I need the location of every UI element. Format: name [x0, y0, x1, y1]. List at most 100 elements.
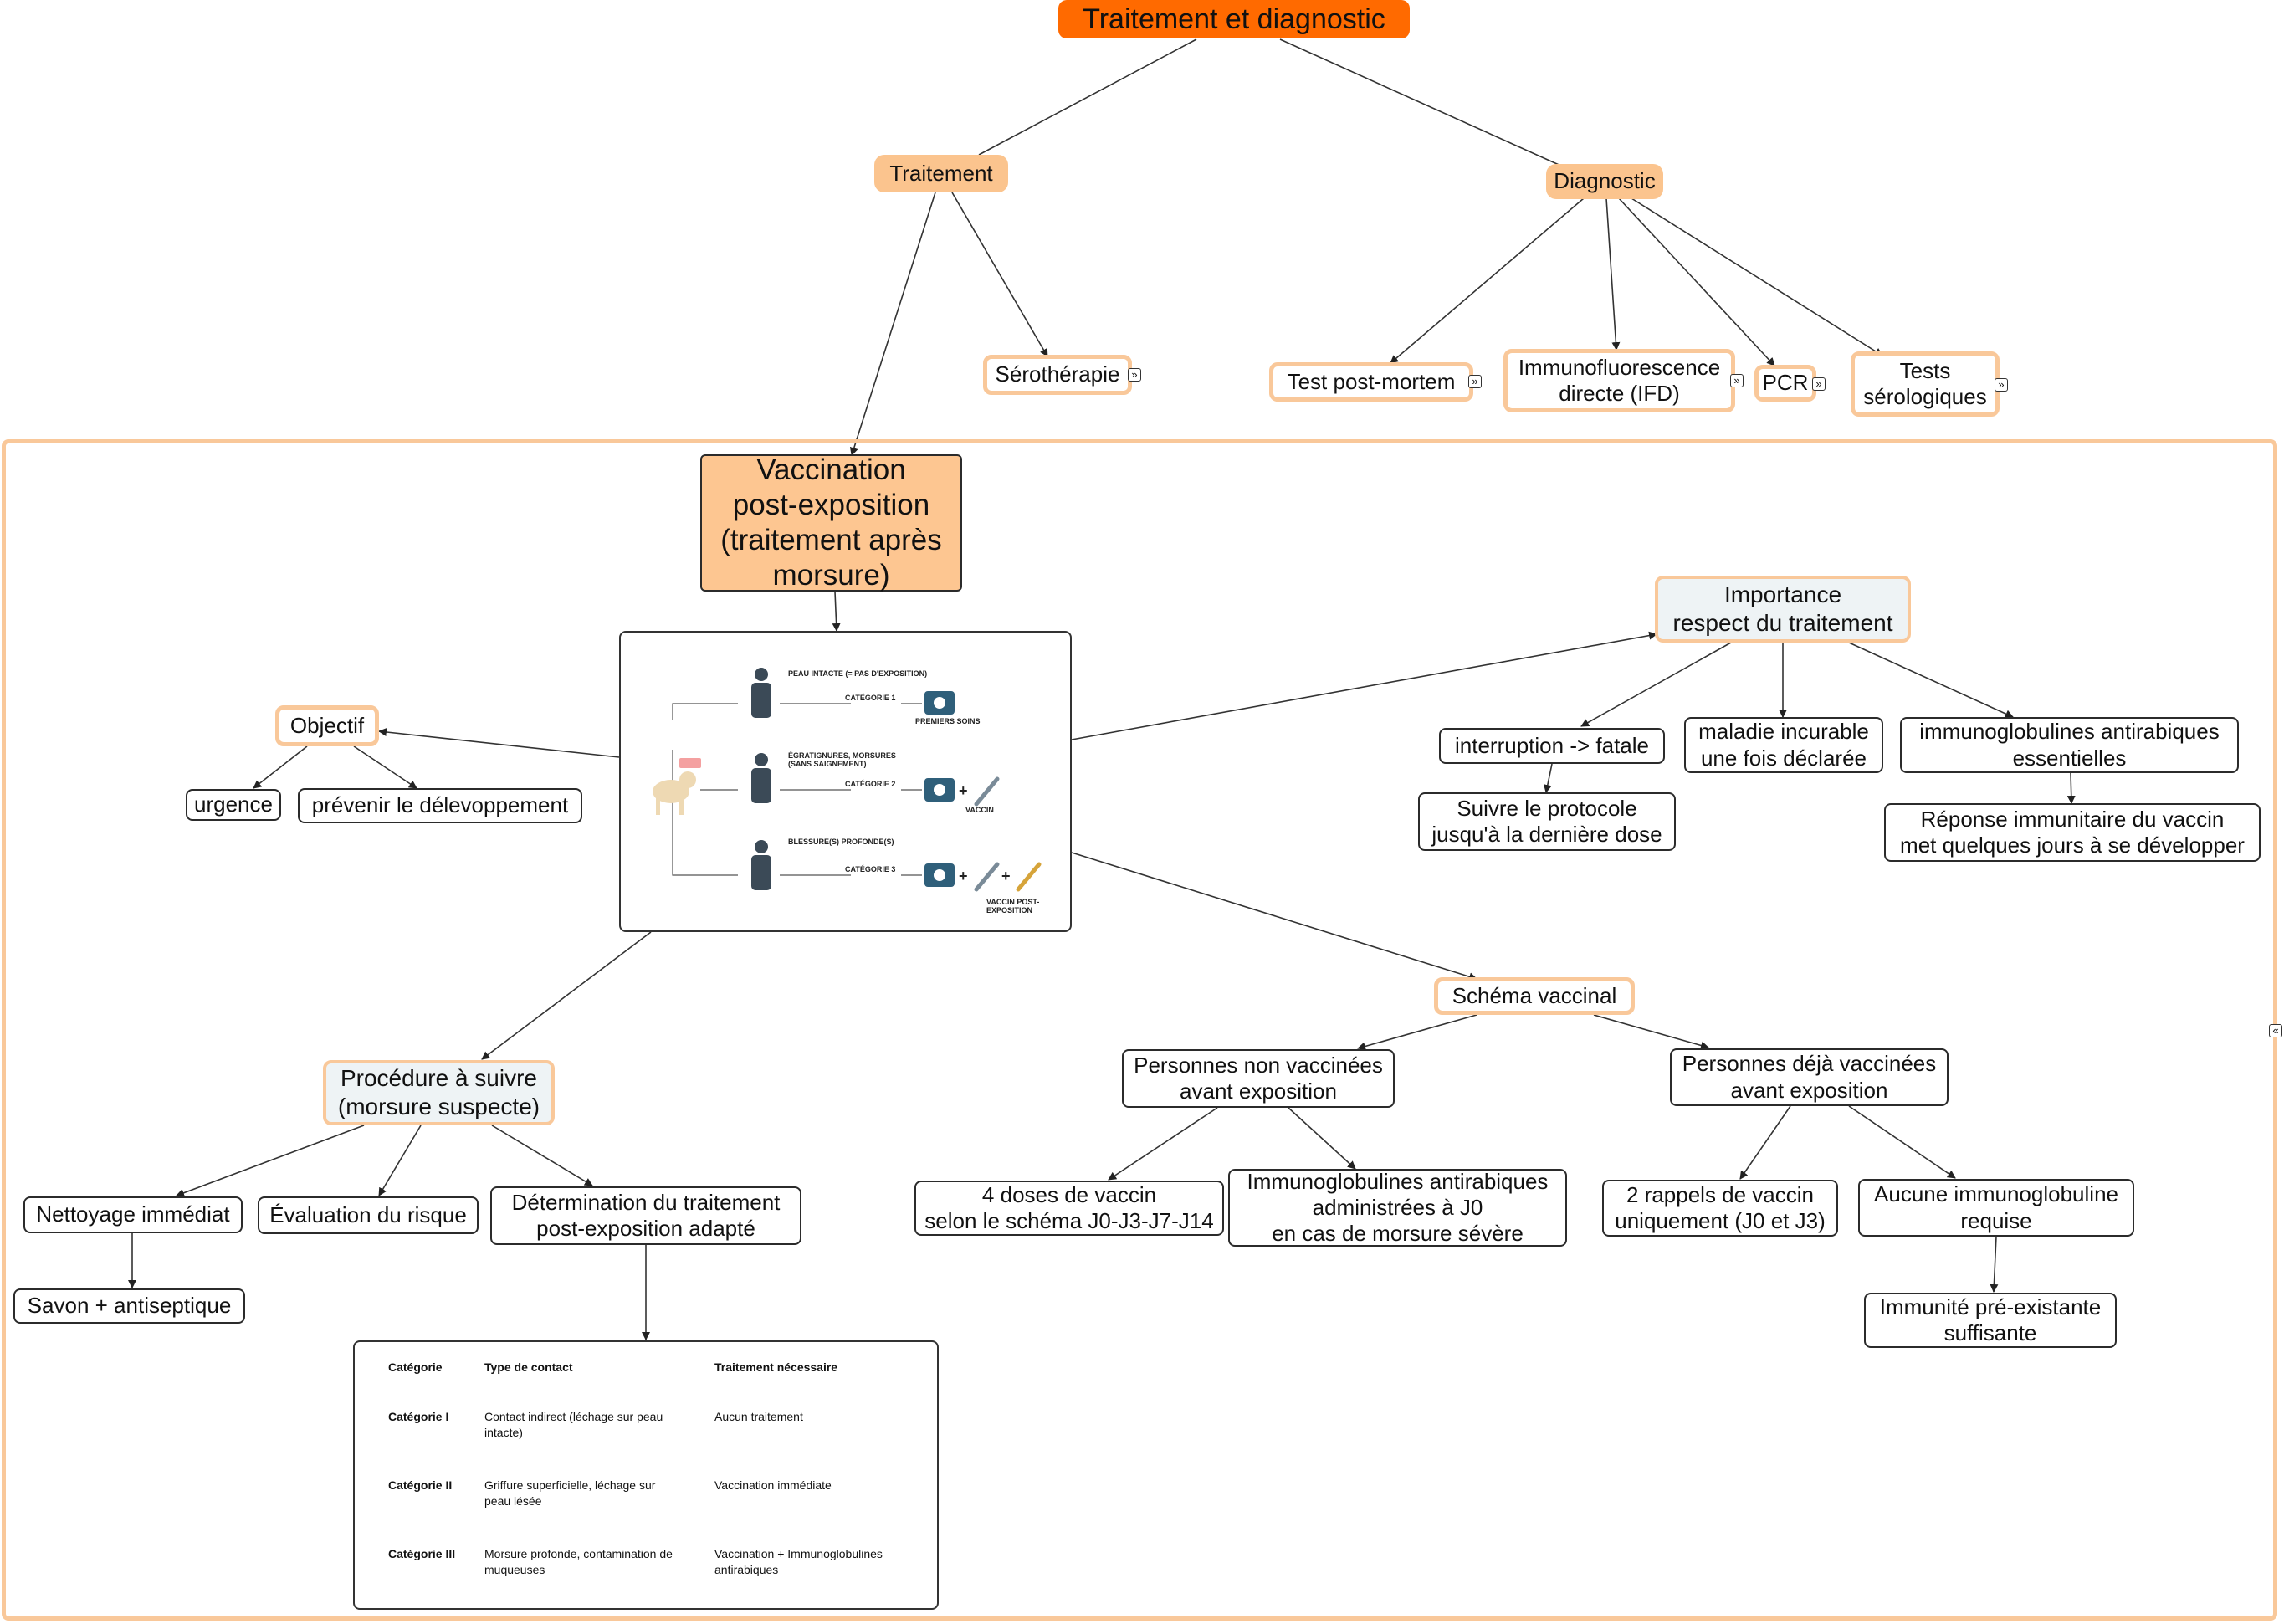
edge-procedure-nettoyage [176, 1125, 365, 1197]
deux-rappels-topic[interactable]: 2 rappels de vaccin uniquement (J0 et J3… [1602, 1180, 1838, 1237]
table-cell-type-contact: Griffure superficielle, léchage sur peau… [484, 1478, 656, 1508]
edge-traitement-serotherapie [951, 192, 1048, 357]
edge-diag-pcr [1618, 197, 1775, 366]
determination-topic[interactable]: Détermination du traitement post-exposit… [490, 1186, 801, 1245]
edge-interruption-suivre [1543, 763, 1553, 793]
ifd-topic[interactable]: Immunofluorescence directe (IFD) [1503, 349, 1735, 412]
nettoyage-topic[interactable]: Nettoyage immédiat [23, 1196, 243, 1233]
warning-tag-icon [679, 758, 701, 768]
person-icon-3-body [751, 855, 771, 890]
expand-post-mortem-toggle[interactable]: » [1468, 375, 1482, 388]
infographic-categorie-1: CATÉGORIE 1 [845, 694, 896, 702]
table-row: Catégorie II Griffure superficielle, léc… [380, 1478, 915, 1546]
categories-table-panel: Catégorie Type de contact Traitement néc… [353, 1340, 939, 1610]
edge-importance-interruption [1580, 642, 1732, 727]
table-header-row: Catégorie Type de contact Traitement néc… [380, 1350, 915, 1409]
edge-procedure-determination [491, 1125, 593, 1186]
table-cell-traitement: Aucun traitement [714, 1410, 803, 1423]
expand-ifd-toggle[interactable]: » [1730, 374, 1744, 387]
syringe-icons [974, 776, 1000, 892]
reponse-immunitaire-topic[interactable]: Réponse immunitaire du vaccin met quelqu… [1884, 803, 2261, 862]
dog-icon [653, 771, 696, 815]
tests-serologiques-topic[interactable]: Tests sérologiques [1851, 351, 2000, 417]
person-icon-1-body [751, 683, 771, 718]
edge-diag-ifd [1605, 197, 1621, 351]
edge-nonvacc-ig [1288, 1107, 1356, 1170]
immunite-preexistante-topic[interactable]: Immunité pré-existante suffisante [1864, 1293, 2117, 1348]
expand-serotherapie-toggle[interactable]: » [1128, 368, 1141, 382]
edge-schema-nonvacc [1357, 1014, 1477, 1051]
deja-vaccinees-topic[interactable]: Personnes déjà vaccinées avant expositio… [1670, 1048, 1949, 1106]
infographic-situation-2: ÉGRATIGNURES, MORSURES (SANS SAIGNEMENT) [788, 751, 896, 768]
table-cell-type-contact: Morsure profonde, contamination de muque… [484, 1547, 673, 1576]
branch-traitement[interactable]: Traitement [874, 155, 1008, 192]
quatre-doses-topic[interactable]: 4 doses de vaccin selon le schéma J0-J3-… [914, 1181, 1224, 1236]
table-cell-traitement: Vaccination + Immunoglobulines antirabiq… [714, 1547, 883, 1576]
edge-dejavacc-rappels [1739, 1105, 1791, 1180]
edge-root-diagnostic [1279, 38, 1565, 168]
evaluation-risque-topic[interactable]: Évaluation du risque [258, 1196, 479, 1234]
edge-procedure-evaluation [378, 1125, 422, 1196]
person-icon-1-head [755, 668, 768, 681]
aucune-immunoglobuline-topic[interactable]: Aucune immunoglobuline requise [1858, 1179, 2134, 1237]
expand-pcr-toggle[interactable]: » [1812, 377, 1826, 391]
edge-vaccination-infographic [832, 591, 841, 632]
exposure-categories-infographic: +++ PEAU INTACTE (= PAS D'EXPOSITION) ÉG… [619, 631, 1072, 932]
syringe-icon-gold [1016, 862, 1042, 892]
table-row: Catégorie III Morsure profonde, contamin… [380, 1546, 915, 1615]
edge-root-traitement [978, 38, 1197, 156]
table-cell-categorie: Catégorie II [388, 1478, 453, 1492]
vaccination-post-exposition-topic[interactable]: Vaccination post-exposition (traitement … [700, 453, 962, 592]
infographic-caption-3: VACCIN POST-EXPOSITION [986, 898, 1040, 914]
savon-antiseptique-topic[interactable]: Savon + antiseptique [13, 1288, 245, 1324]
person-icon-3-head [755, 840, 768, 853]
infographic-drawing: +++ [653, 668, 1042, 892]
syringe-icon-2 [974, 862, 1000, 892]
edge-dejavacc-aucune [1848, 1105, 1956, 1179]
urgence-topic[interactable]: urgence [186, 789, 281, 821]
pcr-topic[interactable]: PCR [1754, 365, 1816, 402]
edge-infographic-importance [1071, 631, 1657, 740]
table-cell-traitement: Vaccination immédiate [714, 1478, 832, 1492]
objectif-topic[interactable]: Objectif [275, 705, 379, 746]
edge-nonvacc-doses [1108, 1107, 1218, 1181]
edge-diag-serologie [1631, 197, 1883, 356]
svg-text:+: + [959, 868, 968, 884]
table-cell-categorie: Catégorie III [388, 1547, 456, 1560]
edge-diag-postmortem [1390, 197, 1585, 364]
collapse-group-toggle[interactable]: « [2269, 1024, 2282, 1037]
edge-infographic-schema [1071, 852, 1477, 981]
plus-signs: +++ [959, 782, 1011, 884]
expand-serologie-toggle[interactable]: » [1995, 378, 2008, 392]
immunoglobulines-essentielles-topic[interactable]: immunoglobulines antirabiques essentiell… [1900, 717, 2239, 773]
maladie-incurable-topic[interactable]: maladie incurable une fois déclarée [1684, 717, 1883, 773]
vaccination-group-frame [2, 439, 2277, 1621]
immunoglobulines-severe-topic[interactable]: Immunoglobulines antirabiques administré… [1228, 1169, 1567, 1247]
importance-topic[interactable]: Importance respect du traitement [1655, 576, 1911, 643]
non-vaccinees-topic[interactable]: Personnes non vaccinées avant exposition [1122, 1049, 1395, 1108]
table-cell-categorie: Catégorie I [388, 1410, 449, 1423]
branch-diagnostic[interactable]: Diagnostic [1546, 164, 1663, 199]
table-header-traitement: Traitement nécessaire [714, 1360, 838, 1374]
prevenir-topic[interactable]: prévenir le délevoppement [298, 788, 582, 823]
person-icons [751, 668, 771, 890]
serotherapie-topic[interactable]: Sérothérapie [983, 355, 1132, 395]
suivre-protocole-topic[interactable]: Suivre le protocole jusqu'à la dernière … [1418, 792, 1676, 851]
syringe-icon-1 [974, 776, 1000, 807]
schema-vaccinal-topic[interactable]: Schéma vaccinal [1434, 977, 1635, 1015]
test-post-mortem-topic[interactable]: Test post-mortem [1269, 362, 1473, 402]
infographic-categorie-2: CATÉGORIE 2 [845, 780, 896, 788]
edge-schema-dejavacc [1593, 1014, 1709, 1050]
person-icon-2-body [751, 768, 771, 803]
table-header-type-contact: Type de contact [484, 1360, 573, 1374]
edge-importance-ig [1848, 642, 2014, 718]
edge-traitement-vaccination [849, 192, 936, 456]
edge-objectif-prevenir [353, 745, 417, 789]
interruption-topic[interactable]: interruption -> fatale [1439, 728, 1665, 764]
table-cell-type-contact: Contact indirect (léchage sur peau intac… [484, 1410, 663, 1439]
svg-text:+: + [959, 782, 968, 799]
branch-line-1 [672, 703, 738, 720]
person-icon-2-head [755, 753, 768, 766]
root-topic[interactable]: Traitement et diagnostic [1058, 0, 1410, 38]
procedure-topic[interactable]: Procédure à suivre (morsure suspecte) [323, 1060, 555, 1125]
